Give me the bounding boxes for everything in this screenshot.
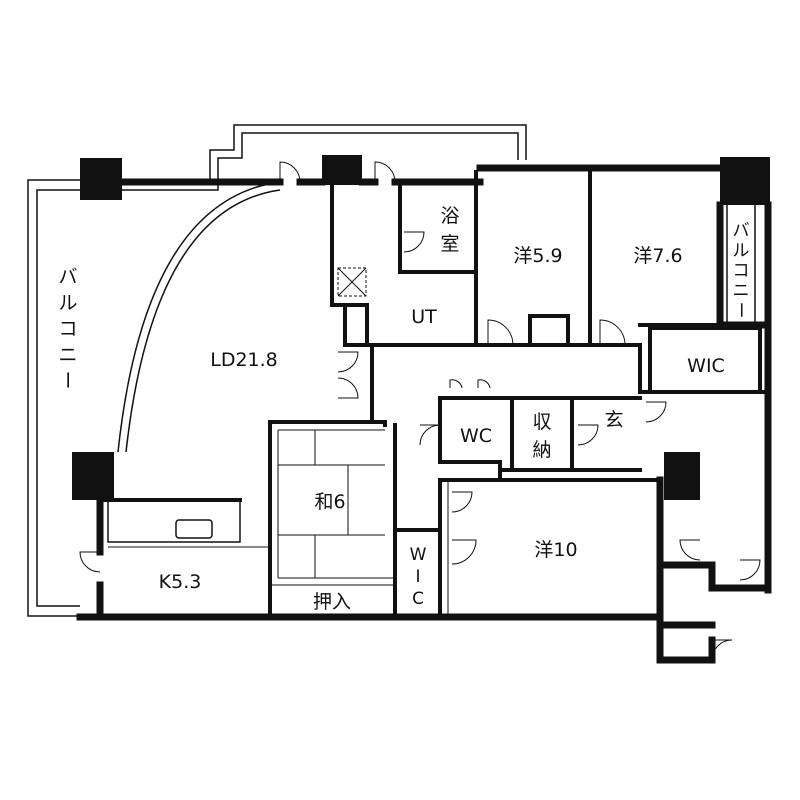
- svg-text:コ: コ: [58, 318, 77, 340]
- room-label-wic-top: WIC: [687, 355, 725, 377]
- room-label-wic-small-i: I: [415, 567, 420, 587]
- svg-text:ー: ー: [730, 302, 750, 319]
- room-label-entrance: 玄: [604, 409, 623, 431]
- room-label-ld: LD21.8: [210, 349, 278, 371]
- room-label-wic-small-w: W: [410, 545, 427, 565]
- svg-text:ー: ー: [56, 370, 78, 389]
- room-label-west1: 洋5.9: [513, 245, 562, 267]
- room-label-storage-1: 収: [532, 411, 551, 433]
- room-label-bath-1: 浴: [440, 205, 459, 227]
- svg-text:ル: ル: [58, 292, 77, 314]
- interior-walls: [98, 170, 770, 619]
- room-label-washitsu: 和6: [314, 491, 345, 513]
- svg-text:ニ: ニ: [733, 281, 750, 301]
- laundry-pan: [337, 267, 367, 297]
- svg-text:バ: バ: [733, 221, 750, 241]
- svg-text:ル: ル: [733, 241, 750, 261]
- svg-text:ニ: ニ: [58, 344, 77, 366]
- room-label-storage-2: 納: [532, 439, 551, 461]
- room-label-bath-2: 室: [440, 233, 459, 255]
- room-label-wic-small-c: C: [412, 589, 424, 609]
- room-label-oshiire: 押入: [313, 591, 351, 613]
- svg-text:コ: コ: [733, 261, 750, 281]
- room-label-wc: WC: [460, 425, 492, 447]
- room-label-west3: 洋10: [534, 539, 577, 561]
- doors: [79, 161, 761, 661]
- svg-text:バ: バ: [58, 266, 77, 288]
- room-label-kitchen: K5.3: [159, 571, 202, 593]
- room-label-west2: 洋7.6: [633, 245, 682, 267]
- balcony-label-left: バ ル コ ニ ー: [56, 266, 78, 390]
- ld-curved-window: [117, 181, 281, 453]
- room-label-ut: UT: [411, 306, 437, 328]
- outer-walls: [76, 164, 772, 664]
- balcony-label-right: バ ル コ ニ ー: [730, 221, 750, 319]
- structural-columns: [72, 155, 770, 500]
